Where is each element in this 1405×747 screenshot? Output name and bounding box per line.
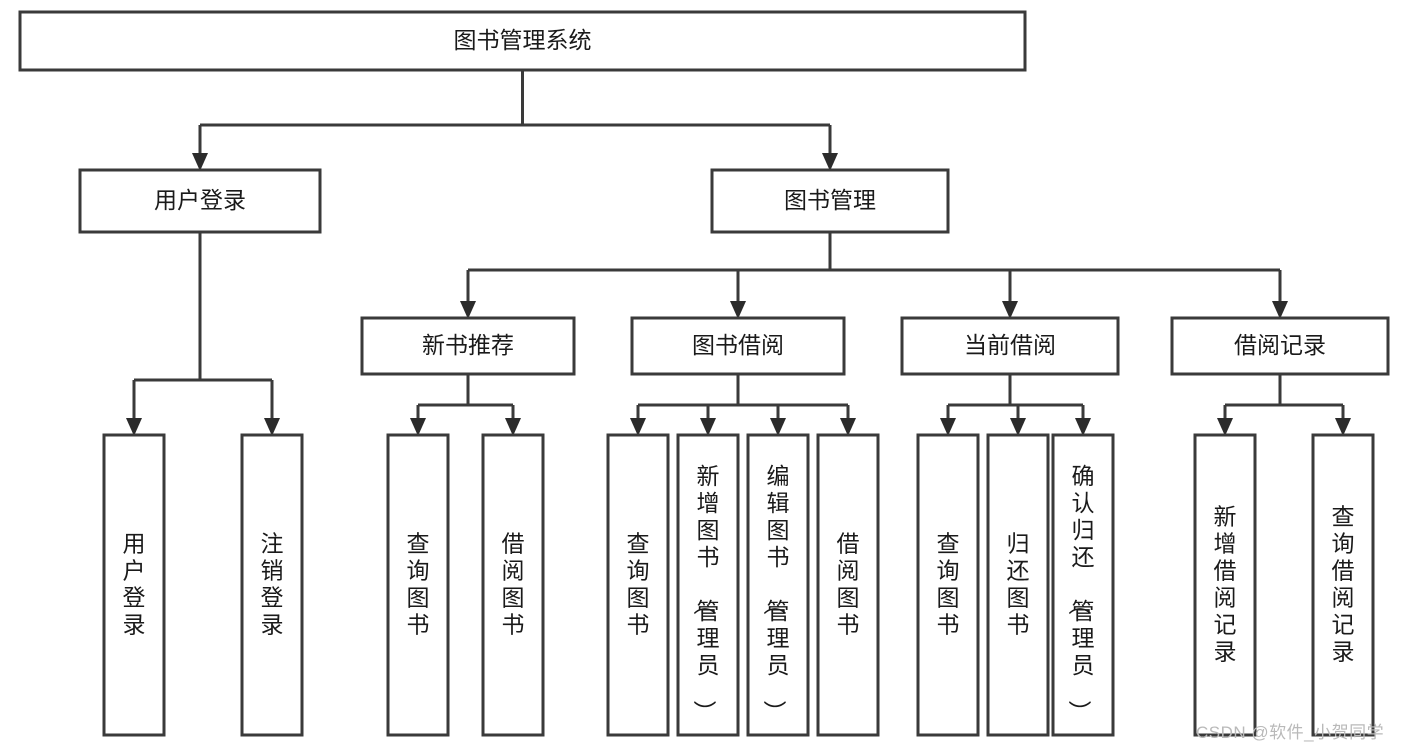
arrow-head-icon [1272, 301, 1288, 319]
node-box-root[interactable] [18, 10, 1027, 72]
arrow-head-icon [264, 418, 280, 436]
node-leaf-current-3[interactable]: 确认归还（管理员） [1051, 433, 1115, 737]
arrow-head-icon [410, 418, 426, 436]
arrow-head-icon [1010, 418, 1026, 436]
node-box-leaf-login-1[interactable] [102, 433, 166, 737]
node-login[interactable]: 用户登录 [78, 168, 322, 234]
node-leaf-current-2[interactable]: 归还图书 [986, 433, 1050, 737]
node-box-leaf-new-1[interactable] [386, 433, 450, 737]
node-box-borrow[interactable] [630, 316, 846, 376]
node-label-current: 当前借阅 [964, 332, 1056, 358]
node-leaf-borrow-4[interactable]: 借阅图书 [816, 433, 880, 737]
connector-group-root [192, 70, 838, 171]
connector-group-bookmgmt [460, 232, 1288, 319]
connector-group-current [940, 374, 1091, 436]
csdn-watermark: CSDN @软件_小贺同学 [1196, 723, 1385, 742]
node-records[interactable]: 借阅记录 [1170, 316, 1390, 376]
node-label-leaf-login-2: 注销登录 [261, 531, 284, 638]
arrow-head-icon [192, 153, 208, 171]
arrow-head-icon [840, 418, 856, 436]
arrow-head-icon [770, 418, 786, 436]
node-box-leaf-borrow-1[interactable] [606, 433, 670, 737]
node-current[interactable]: 当前借阅 [900, 316, 1120, 376]
node-box-login[interactable] [78, 168, 322, 234]
node-box-leaf-borrow-4[interactable] [816, 433, 880, 737]
node-leaf-login-1[interactable]: 用户登录 [102, 433, 166, 737]
node-leaf-borrow-3[interactable]: 编辑图书（管理员） [746, 433, 810, 737]
node-leaf-login-2[interactable]: 注销登录 [240, 433, 304, 737]
node-box-leaf-current-1[interactable] [916, 433, 980, 737]
node-label-leaf-records-2: 查询借阅记录 [1332, 504, 1355, 665]
arrow-head-icon [1075, 418, 1091, 436]
node-root[interactable]: 图书管理系统 [18, 10, 1027, 72]
node-label-records: 借阅记录 [1234, 332, 1326, 358]
connector-group-newbook [410, 374, 521, 436]
nodes-layer: 图书管理系统用户登录图书管理新书推荐图书借阅当前借阅借阅记录用户登录注销登录查询… [18, 10, 1390, 737]
node-box-leaf-current-3[interactable] [1051, 433, 1115, 737]
node-label-leaf-borrow-4: 借阅图书 [837, 531, 860, 638]
node-borrow[interactable]: 图书借阅 [630, 316, 846, 376]
node-leaf-new-1[interactable]: 查询图书 [386, 433, 450, 737]
node-leaf-borrow-2[interactable]: 新增图书（管理员） [676, 433, 740, 737]
node-label-leaf-login-1: 用户登录 [123, 531, 146, 638]
node-leaf-current-1[interactable]: 查询图书 [916, 433, 980, 737]
node-label-borrow: 图书借阅 [692, 332, 784, 358]
node-leaf-borrow-1[interactable]: 查询图书 [606, 433, 670, 737]
node-box-leaf-current-2[interactable] [986, 433, 1050, 737]
arrow-head-icon [630, 418, 646, 436]
connector-group-borrow [630, 374, 856, 436]
node-leaf-records-1[interactable]: 新增借阅记录 [1193, 433, 1257, 737]
node-box-records[interactable] [1170, 316, 1390, 376]
node-label-leaf-borrow-1: 查询图书 [627, 531, 650, 638]
arrow-head-icon [940, 418, 956, 436]
arrow-head-icon [822, 153, 838, 171]
arrow-head-icon [126, 418, 142, 436]
node-box-leaf-records-2[interactable] [1311, 433, 1375, 737]
node-box-bookmgmt[interactable] [710, 168, 950, 234]
node-label-leaf-current-2: 归还图书 [1007, 531, 1030, 638]
connectors-layer [126, 70, 1351, 436]
node-label-newbook: 新书推荐 [422, 332, 514, 358]
node-label-leaf-borrow-3: 编辑图书（管理员） [762, 463, 790, 723]
arrow-head-icon [460, 301, 476, 319]
arrow-head-icon [1002, 301, 1018, 319]
node-label-leaf-new-1: 查询图书 [407, 531, 430, 638]
node-box-leaf-borrow-2[interactable] [676, 433, 740, 737]
arrow-head-icon [1217, 418, 1233, 436]
node-label-leaf-current-1: 查询图书 [937, 531, 960, 638]
node-label-leaf-records-1: 新增借阅记录 [1214, 504, 1237, 665]
node-label-login: 用户登录 [154, 187, 246, 213]
node-box-leaf-new-2[interactable] [481, 433, 545, 737]
node-leaf-new-2[interactable]: 借阅图书 [481, 433, 545, 737]
node-leaf-records-2[interactable]: 查询借阅记录 [1311, 433, 1375, 737]
arrow-head-icon [1335, 418, 1351, 436]
node-box-leaf-login-2[interactable] [240, 433, 304, 737]
arrow-head-icon [730, 301, 746, 319]
node-label-leaf-new-2: 借阅图书 [502, 531, 525, 638]
node-newbook[interactable]: 新书推荐 [360, 316, 576, 376]
node-label-root: 图书管理系统 [454, 27, 592, 53]
node-box-current[interactable] [900, 316, 1120, 376]
connector-group-login [126, 232, 280, 436]
node-box-leaf-borrow-3[interactable] [746, 433, 810, 737]
node-box-leaf-records-1[interactable] [1193, 433, 1257, 737]
node-bookmgmt[interactable]: 图书管理 [710, 168, 950, 234]
node-label-leaf-current-3: 确认归还（管理员） [1067, 463, 1095, 723]
node-label-leaf-borrow-2: 新增图书（管理员） [692, 463, 720, 723]
node-label-bookmgmt: 图书管理 [784, 187, 876, 213]
arrow-head-icon [700, 418, 716, 436]
arrow-head-icon [505, 418, 521, 436]
connector-group-records [1217, 374, 1351, 436]
node-box-newbook[interactable] [360, 316, 576, 376]
